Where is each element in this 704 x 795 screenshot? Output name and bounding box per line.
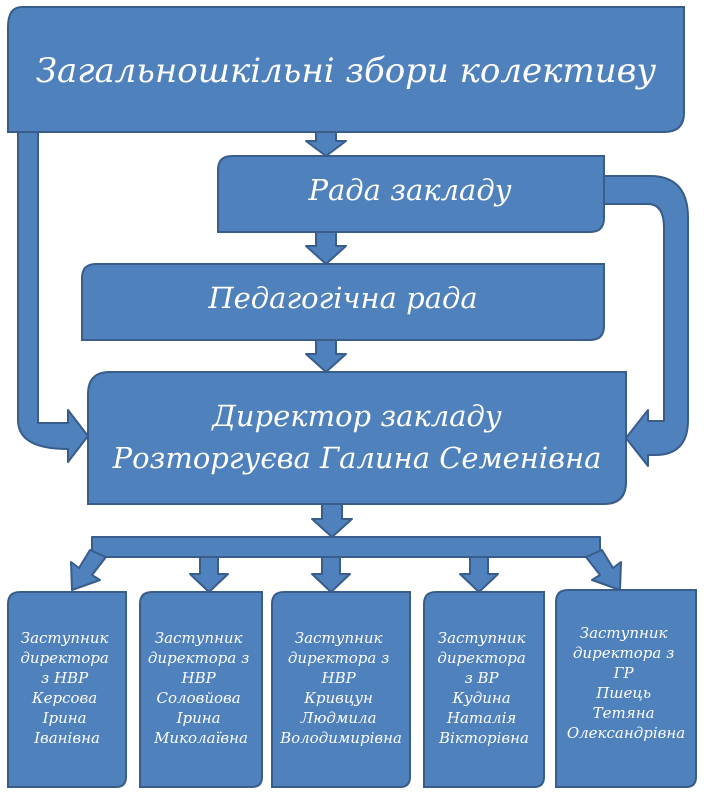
- deputy-5-line: директора з: [573, 644, 674, 662]
- deputy-box-5: Заступник директора з ГР Пшець Тетяна Ол…: [555, 589, 697, 788]
- deputy-1-text: Заступник директора з НВР Керсова Ірина …: [20, 629, 113, 747]
- deputies-distribution-bar: [91, 536, 601, 558]
- deputy-5-line: Олександрівна: [567, 724, 685, 742]
- arrow-to-deputy-3: [311, 556, 351, 593]
- deputy-3-line: Кривцун: [303, 689, 373, 707]
- deputy-box-1: Заступник директора з НВР Керсова Ірина …: [7, 591, 127, 788]
- arrow-meeting-to-council: [305, 131, 347, 157]
- deputy-3-text: Заступник директора з НВР Кривцун Людмил…: [279, 629, 402, 747]
- deputy-1-line: з НВР: [41, 669, 89, 687]
- deputy-3-line: директора з: [288, 649, 389, 667]
- arrow-meeting-to-director: [17, 131, 89, 463]
- general-meeting-label: Загальношкільні збори колективу: [36, 51, 657, 91]
- deputy-2-text: Заступник директора з НВР Соловйова Ірин…: [148, 629, 254, 747]
- deputy-5-line: Пшець: [595, 684, 651, 702]
- deputy-5-line: Тетяна: [593, 704, 655, 722]
- deputy-2-line: НВР: [181, 669, 217, 687]
- deputy-1-line: Керсова: [31, 689, 97, 707]
- deputy-1-line: Заступник: [21, 629, 109, 647]
- deputy-4-line: директора: [437, 649, 525, 667]
- director-name: Розторгуєва Галина Семенівна: [112, 441, 602, 475]
- deputy-4-line: Заступник: [438, 629, 526, 647]
- deputy-2-line: Соловйова: [157, 689, 241, 707]
- deputy-2-line: Миколаївна: [153, 729, 248, 747]
- deputy-2-line: Заступник: [155, 629, 243, 647]
- arrow-director-to-deputies: [311, 503, 353, 538]
- deputy-4-line: з ВР: [465, 669, 500, 687]
- arrow-council-to-director: [603, 175, 689, 467]
- pedagogical-council-label: Педагогічна рада: [207, 281, 477, 315]
- general-meeting-box: Загальношкільні збори колективу: [7, 6, 685, 133]
- pedagogical-council-box: Педагогічна рада: [81, 263, 605, 341]
- deputy-box-2: Заступник директора з НВР Соловйова Ірин…: [139, 591, 263, 788]
- deputy-3-line: НВР: [321, 669, 357, 687]
- arrow-council-to-pedagogical: [305, 231, 347, 265]
- deputy-2-line: директора з: [148, 649, 249, 667]
- director-title: Директор закладу: [210, 399, 502, 433]
- deputy-3-line: Володимирівна: [279, 729, 402, 747]
- deputy-2-line: Ірина: [176, 709, 221, 727]
- deputy-1-line: директора: [20, 649, 108, 667]
- deputy-box-4: Заступник директора з ВР Кудина Наталія …: [423, 591, 545, 788]
- school-council-box: Рада закладу: [217, 155, 605, 233]
- deputy-4-text: Заступник директора з ВР Кудина Наталія …: [437, 629, 530, 747]
- deputy-box-3: Заступник директора з НВР Кривцун Людмил…: [271, 591, 411, 788]
- deputy-4-line: Вікторівна: [438, 729, 529, 747]
- deputy-1-line: Іванівна: [33, 729, 100, 747]
- deputy-5-line: ГР: [613, 664, 635, 682]
- deputy-5-line: Заступник: [580, 624, 668, 642]
- deputy-3-line: Заступник: [295, 629, 383, 647]
- deputy-3-line: Людмила: [300, 709, 377, 727]
- arrow-pedagogical-to-director: [305, 339, 347, 373]
- deputy-4-line: Наталія: [446, 709, 516, 727]
- arrow-to-deputy-5: [585, 549, 622, 591]
- deputy-4-line: Кудина: [451, 689, 510, 707]
- arrow-to-deputy-1: [70, 549, 107, 591]
- director-box: Директор закладу Розторгуєва Галина Семе…: [87, 371, 627, 505]
- deputy-1-line: Ірина: [42, 709, 87, 727]
- arrow-to-deputy-2: [189, 556, 229, 593]
- school-council-label: Рада закладу: [307, 173, 511, 207]
- arrow-to-deputy-4: [459, 556, 499, 593]
- deputy-5-text: Заступник директора з ГР Пшець Тетяна Ол…: [567, 624, 685, 742]
